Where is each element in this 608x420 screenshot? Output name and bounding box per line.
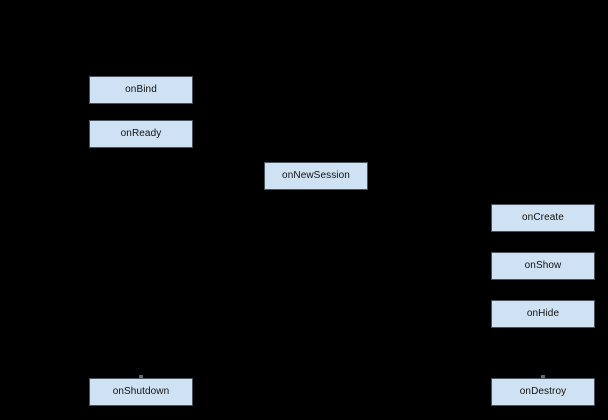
diagram-node-onCreate: onCreate [491, 204, 595, 232]
diagram-node-onShutdown: onShutdown [89, 378, 193, 406]
node-label: onHide [526, 308, 560, 319]
arrowhead-remnant-icon [139, 375, 143, 378]
node-label: onBind [125, 84, 157, 95]
diagram-node-onReady: onReady [89, 120, 193, 148]
diagram-node-onNewSession: onNewSession [264, 162, 368, 190]
node-label: onCreate [522, 212, 564, 223]
arrowhead-remnant-icon [541, 375, 545, 378]
node-label: onShutdown [112, 386, 170, 397]
diagram-node-onDestroy: onDestroy [491, 378, 595, 406]
diagram-node-onShow: onShow [491, 252, 595, 280]
node-label: onShow [524, 260, 562, 271]
node-label: onNewSession [282, 170, 350, 181]
diagram-node-onBind: onBind [89, 76, 193, 104]
node-label: onReady [120, 128, 162, 139]
node-label: onDestroy [519, 386, 567, 397]
diagram-node-onHide: onHide [491, 300, 595, 328]
